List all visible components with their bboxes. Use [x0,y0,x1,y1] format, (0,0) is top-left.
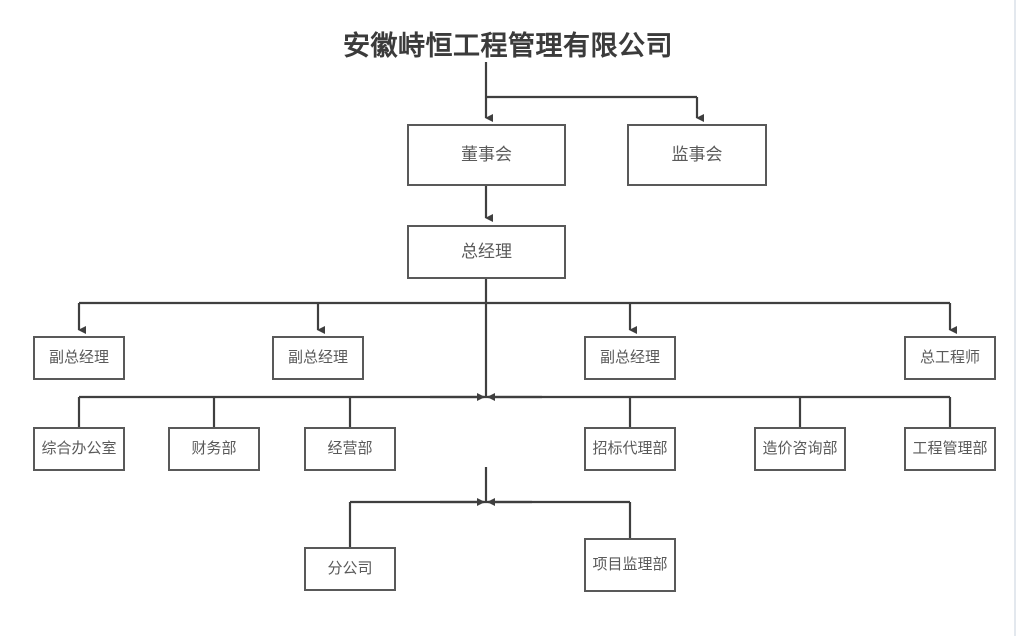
node-board-of-supervisors[interactable]: 监事会 [627,124,767,186]
node-bidding-agency-dept[interactable]: 招标代理部 [584,427,676,471]
node-label: 总工程师 [919,349,980,366]
node-label: 招标代理部 [592,440,668,457]
node-label: 工程管理部 [912,440,988,457]
node-label: 副总经理 [48,349,109,366]
node-label: 财务部 [191,440,237,457]
node-label: 副总经理 [599,349,660,366]
node-label: 董事会 [461,144,512,164]
node-label: 经营部 [327,440,373,457]
node-label: 综合办公室 [41,440,117,457]
node-branch-company[interactable]: 分公司 [304,547,396,591]
node-chief-engineer[interactable]: 总工程师 [904,336,996,380]
node-board-of-directors[interactable]: 董事会 [407,124,566,186]
node-finance-dept[interactable]: 财务部 [168,427,260,471]
node-label: 副总经理 [287,349,348,366]
node-operations-dept[interactable]: 经营部 [304,427,396,471]
node-deputy-gm-1[interactable]: 副总经理 [33,336,125,380]
node-label: 造价咨询部 [762,440,838,457]
node-label: 分公司 [327,560,373,577]
node-general-office[interactable]: 综合办公室 [33,427,125,471]
node-project-supervision-dept[interactable]: 项目监理部 [584,538,676,592]
node-deputy-gm-3[interactable]: 副总经理 [584,336,676,380]
node-label: 总经理 [461,241,512,261]
page-title: 安徽峙恒工程管理有限公司 [343,31,673,61]
node-label: 项目监理部 [592,556,668,573]
node-engineering-mgmt-dept[interactable]: 工程管理部 [904,427,996,471]
node-deputy-gm-2[interactable]: 副总经理 [272,336,364,380]
node-general-manager[interactable]: 总经理 [407,225,566,279]
node-cost-consulting-dept[interactable]: 造价咨询部 [754,427,846,471]
node-label: 监事会 [671,144,723,164]
